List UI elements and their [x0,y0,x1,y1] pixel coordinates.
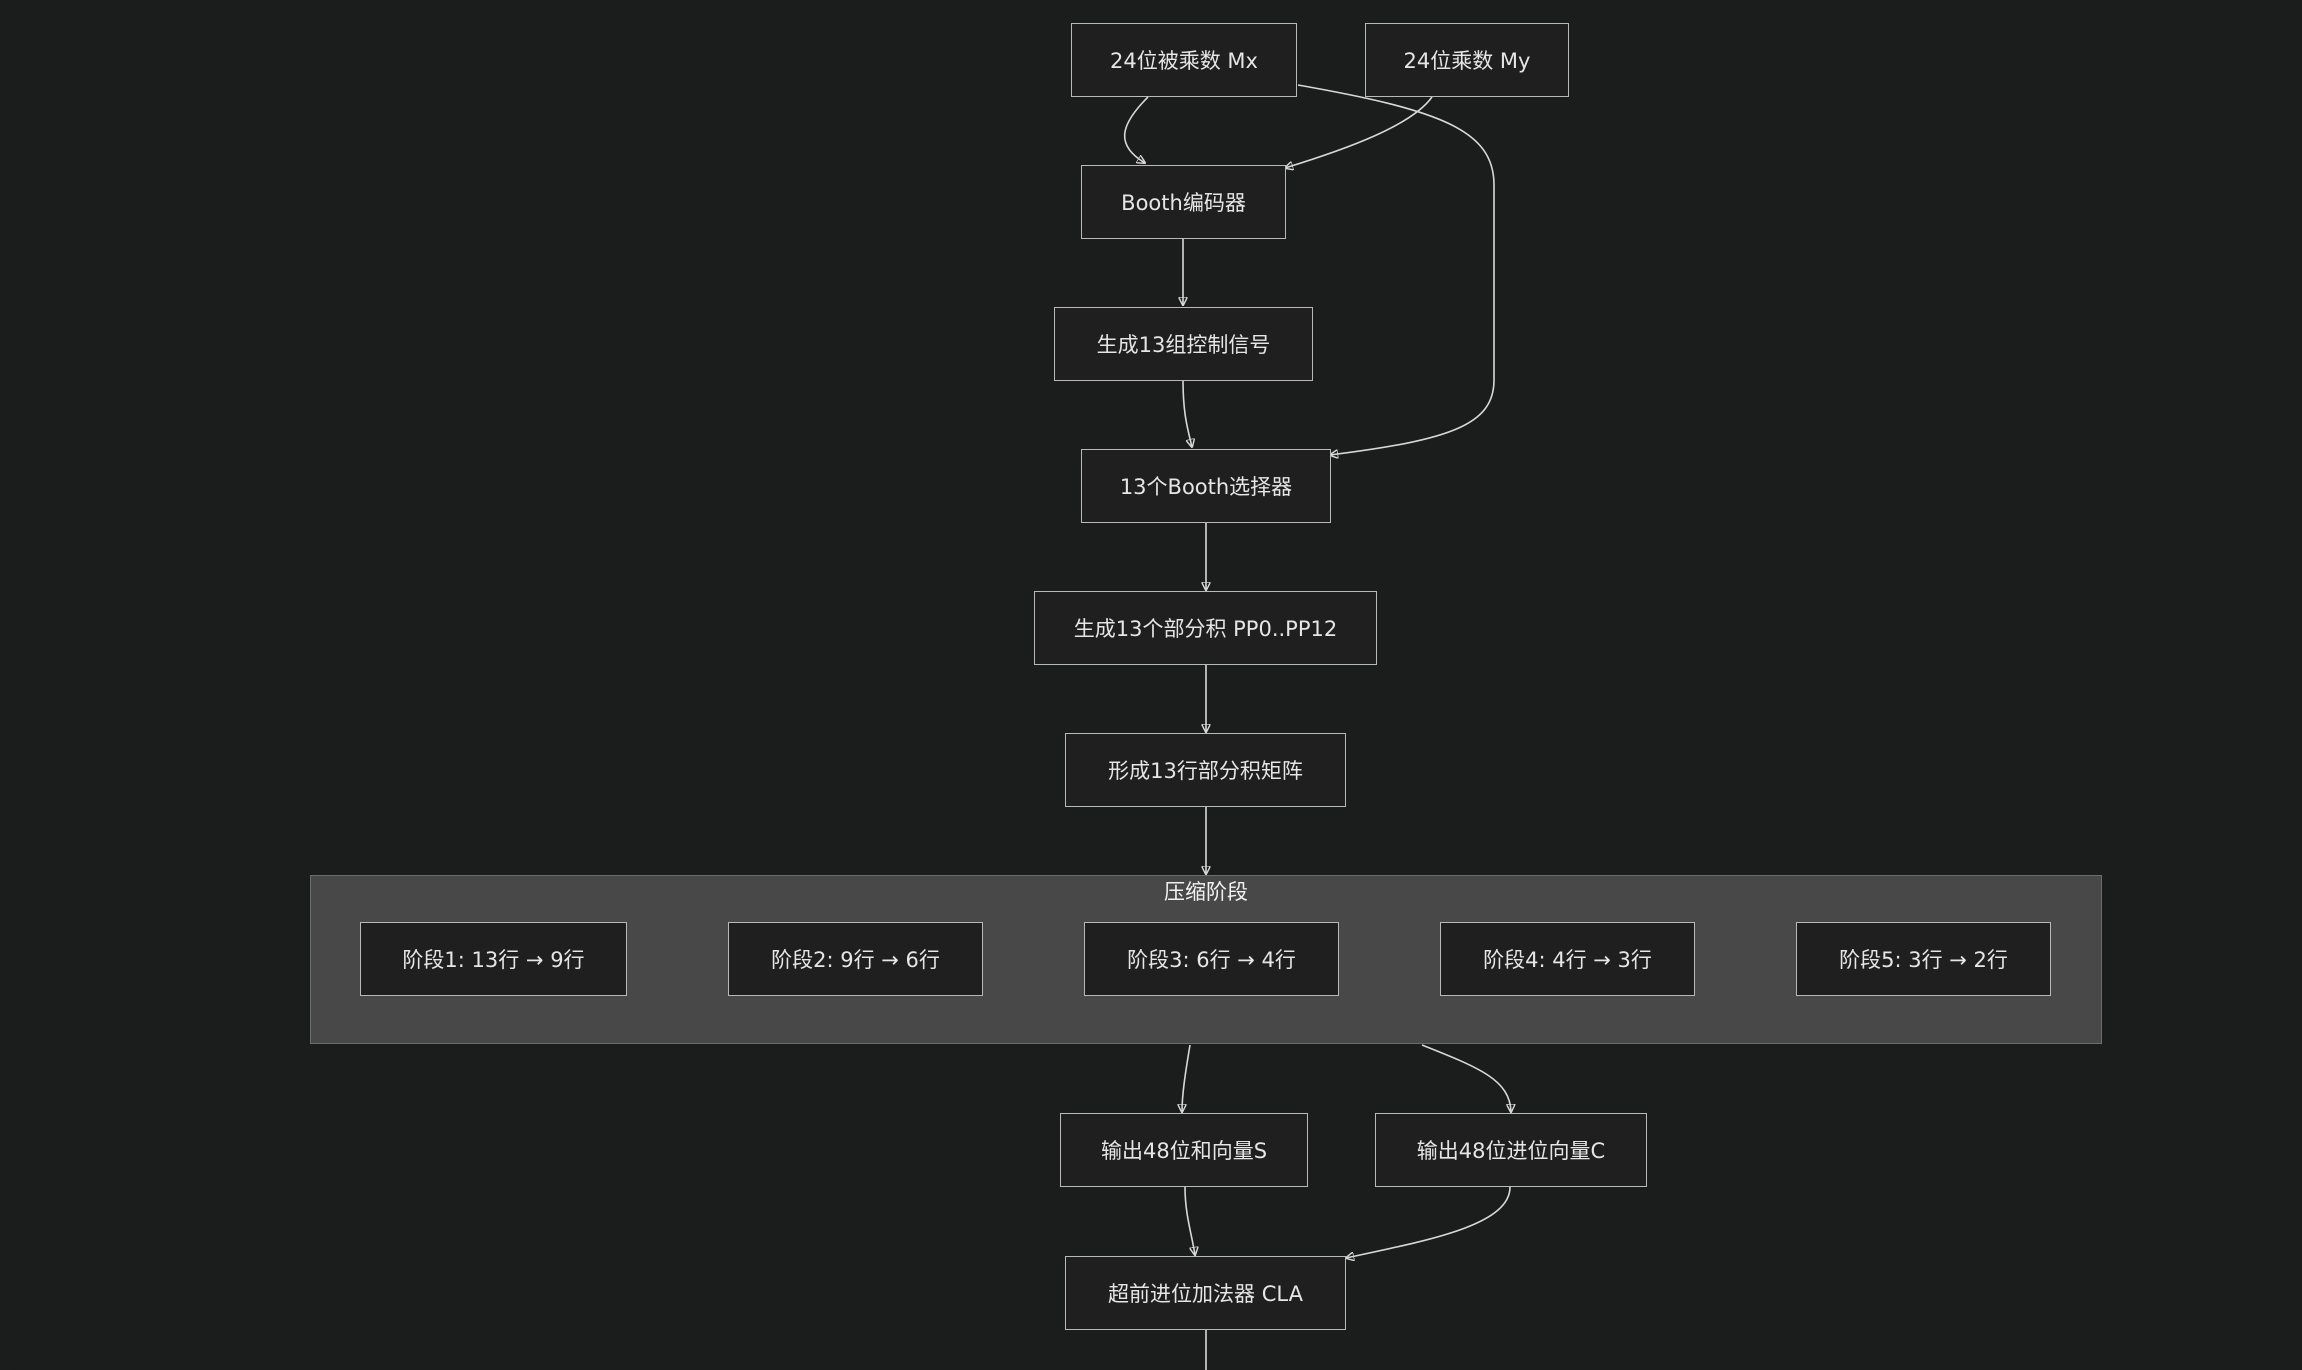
node-booth-selectors: 13个Booth选择器 [1081,449,1331,523]
node-stage-2: 阶段2: 9行 → 6行 [728,922,983,996]
edge-sum-vector-to-cla [1184,1186,1195,1255]
node-control-signals: 生成13组控制信号 [1054,307,1313,381]
node-multiplicand-mx: 24位被乘数 Mx [1071,23,1297,97]
edge-mx-to-booth-encoder [1123,96,1149,163]
node-pp-matrix: 形成13行部分积矩阵 [1065,733,1346,807]
node-multiplier-my: 24位乘数 My [1365,23,1569,97]
edge-control-signals-to-booth-selectors [1182,379,1192,447]
edge-cluster-to-carry-vector [1421,1044,1511,1112]
node-carry-vector-c: 输出48位进位向量C [1375,1113,1647,1187]
cluster-title: 压缩阶段 [1164,880,1248,904]
node-stage-3: 阶段3: 6行 → 4行 [1084,922,1339,996]
node-stage-1: 阶段1: 13行 → 9行 [360,922,627,996]
node-sum-vector-s: 输出48位和向量S [1060,1113,1308,1187]
node-booth-encoder: Booth编码器 [1081,165,1286,239]
node-stage-4: 阶段4: 4行 → 3行 [1440,922,1695,996]
edge-cluster-to-sum-vector [1182,1044,1191,1112]
edge-carry-vector-to-cla [1346,1186,1511,1258]
node-cla-adder: 超前进位加法器 CLA [1065,1256,1346,1330]
edge-my-to-booth-encoder [1285,96,1433,168]
edge-mx-to-booth-selectors [1297,84,1495,455]
node-stage-5: 阶段5: 3行 → 2行 [1796,922,2051,996]
node-partial-products: 生成13个部分积 PP0..PP12 [1034,591,1377,665]
